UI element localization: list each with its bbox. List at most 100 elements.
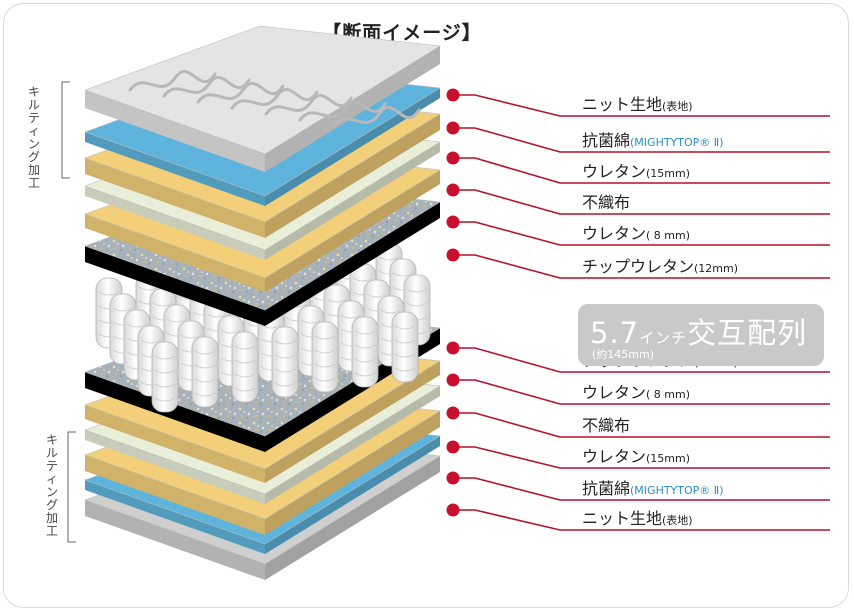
spring-coil xyxy=(151,341,179,413)
layer-nonwoven-top-right-face xyxy=(265,142,440,260)
layer-detail: (MIGHTYTOP® Ⅱ) xyxy=(630,136,724,149)
spring-info-box: 5.7インチ交互配列 (約145mm) xyxy=(578,304,824,366)
connector-line xyxy=(453,446,830,469)
spring-coil xyxy=(191,336,219,408)
connector-line xyxy=(453,221,830,246)
connector-line xyxy=(453,347,830,373)
layer-antibacterial-bottom-right-face xyxy=(265,436,440,554)
layer-nonwoven-bottom-left-face xyxy=(85,430,265,504)
quilt-wave xyxy=(332,105,421,128)
layer-detail: (表地) xyxy=(662,514,693,527)
quilt-wave xyxy=(230,87,319,110)
layer-urethane8-top-left-face xyxy=(85,214,265,292)
connector-line xyxy=(453,477,830,501)
connector-12 xyxy=(446,503,830,531)
layer-detail: (表地) xyxy=(662,100,693,113)
connector-8 xyxy=(446,373,830,405)
connector-dot xyxy=(446,215,460,229)
layer-name: ウレタン xyxy=(582,224,647,243)
layer-label: チップウレタン(12mm) xyxy=(582,257,738,279)
spring-coil xyxy=(231,331,259,403)
quilt-wave xyxy=(298,99,387,122)
layer-label: ウレタン(15mm) xyxy=(582,447,690,469)
layer-name: 不織布 xyxy=(582,416,631,435)
spring-coil xyxy=(351,316,379,388)
layer-nonwoven-bottom-right-face xyxy=(265,386,440,504)
layer-label: 抗菌綿(MIGHTYTOP® Ⅱ) xyxy=(582,479,724,501)
spring-arrangement: 交互配列 xyxy=(687,316,808,350)
connector-line xyxy=(453,379,830,405)
layer-label: ウレタン( 8 mm) xyxy=(582,383,690,405)
connector-line xyxy=(453,254,830,279)
layer-nonwoven-top-left-face xyxy=(85,186,265,260)
layer-detail: (15mm) xyxy=(646,452,691,465)
connector-11 xyxy=(446,471,830,501)
pocket-springs xyxy=(95,242,431,413)
connector-dot xyxy=(446,248,460,262)
connector-dot xyxy=(446,121,460,135)
layer-label: 不織布 xyxy=(582,416,630,436)
connector-line xyxy=(453,509,830,531)
layer-antibacterial-top-right-face xyxy=(265,88,440,206)
layer-name: 抗菌綿 xyxy=(582,479,631,498)
layer-name: ニット生地 xyxy=(582,95,663,114)
connector-5 xyxy=(446,215,830,246)
quilt-wave xyxy=(264,93,353,116)
layer-urethane15-top-right-face xyxy=(265,114,440,238)
spring-spec: 5.7インチ交互配列 xyxy=(590,310,807,352)
connector-10 xyxy=(446,440,830,469)
connector-line xyxy=(453,94,830,117)
connector-6 xyxy=(446,248,830,279)
connector-dot xyxy=(446,341,460,355)
layer-knit-bottom-right-face xyxy=(265,456,440,580)
connector-dot xyxy=(446,440,460,454)
quilting-label-bottom: キルティング加工 xyxy=(45,433,58,538)
layer-label: ニット生地(表地) xyxy=(582,509,693,531)
layer-detail: ( 8 mm) xyxy=(646,388,691,401)
layer-chip-top-right-face xyxy=(265,202,440,326)
connector-line xyxy=(453,189,830,215)
connector-4 xyxy=(446,183,830,215)
spring-coil xyxy=(391,311,419,383)
connector-2 xyxy=(446,121,830,153)
spring-height: (約145mm) xyxy=(592,348,655,361)
layer-urethane15-bottom-right-face xyxy=(265,411,440,535)
layer-urethane8-bottom-left-face xyxy=(85,405,265,483)
layer-knit-top-right-face xyxy=(265,46,440,172)
layer-label: ニット生地(表地) xyxy=(582,95,693,117)
quilting-bracket-top xyxy=(61,81,70,179)
layer-detail: (15mm) xyxy=(646,167,691,180)
layer-chip-bottom-left-face xyxy=(85,372,265,452)
spring-unit: インチ xyxy=(639,329,688,347)
connector-dot xyxy=(446,88,460,102)
layer-detail: ( 8 mm) xyxy=(646,229,691,242)
layer-name: 抗菌綿 xyxy=(582,131,631,150)
layer-antibacterial-top-left-face xyxy=(85,132,265,206)
layer-name: ウレタン xyxy=(582,447,647,466)
spring-coil xyxy=(271,326,299,398)
connector-dot xyxy=(446,373,460,387)
quilt-wave xyxy=(162,75,251,98)
connector-3 xyxy=(446,151,830,184)
layer-detail: (12mm) xyxy=(694,262,739,275)
layer-name: チップウレタン xyxy=(582,257,695,276)
connector-line xyxy=(453,127,830,153)
spring-coil xyxy=(311,321,339,393)
layer-urethane8-bottom-right-face xyxy=(265,361,440,483)
connector-dot xyxy=(446,471,460,485)
layer-label: ウレタン( 8 mm) xyxy=(582,224,690,246)
layer-knit-bottom-left-face xyxy=(85,500,265,580)
layer-label: ウレタン(15mm) xyxy=(582,162,690,184)
connector-dot xyxy=(446,503,460,517)
layer-knit-top-left-face xyxy=(85,90,265,172)
connector-line xyxy=(453,157,830,184)
quilt-wave xyxy=(196,81,285,104)
connector-9 xyxy=(446,406,830,438)
layer-chip-top-left-face xyxy=(85,246,265,326)
connector-line xyxy=(453,412,830,438)
layer-detail: (MIGHTYTOP® Ⅱ) xyxy=(630,484,724,497)
layer-name: 不織布 xyxy=(582,193,631,212)
quilting-label-top: キルティング加工 xyxy=(27,85,40,190)
layer-label: 不織布 xyxy=(582,193,630,213)
